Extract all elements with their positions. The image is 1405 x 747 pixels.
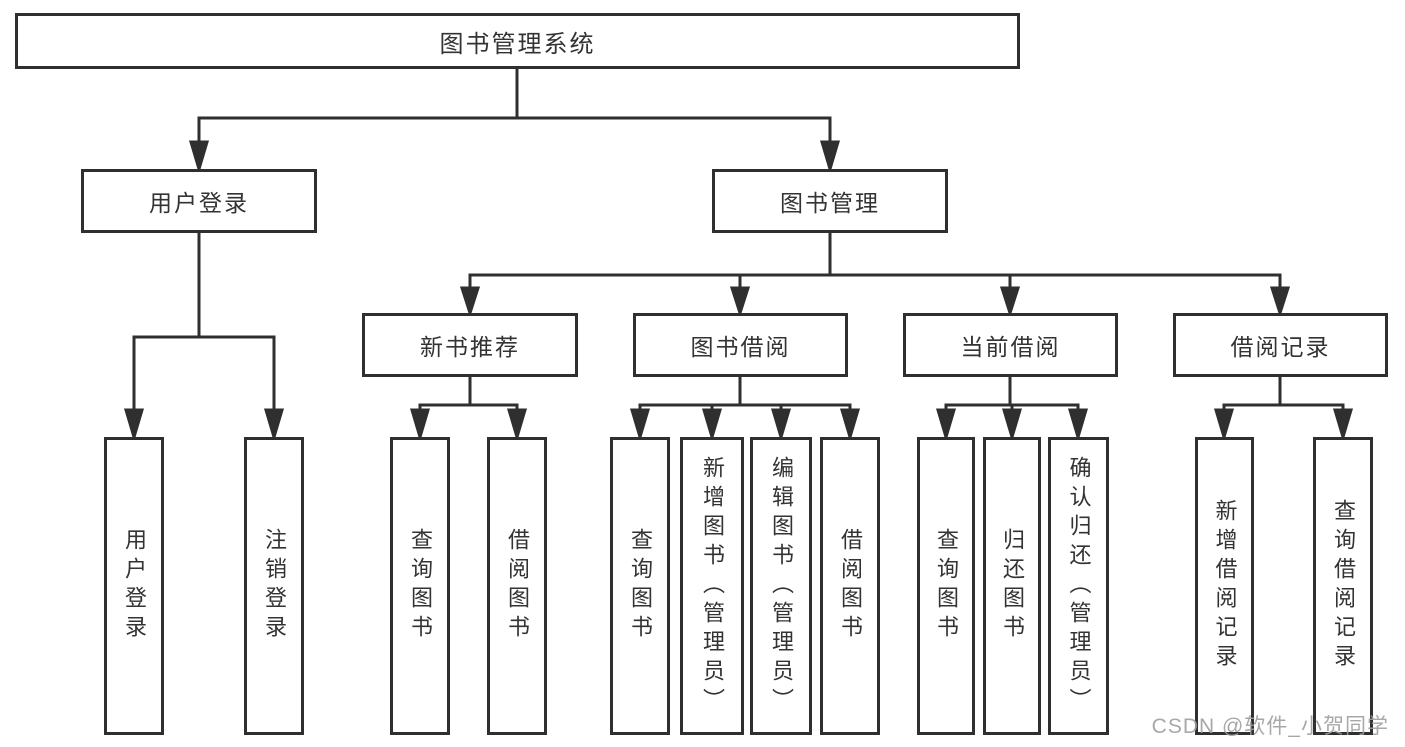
arrowhead [819, 140, 841, 175]
arrowhead [1001, 408, 1023, 443]
leaf-current-query-book-label: 查询图书 [934, 528, 959, 644]
leaf-record-add-borrow-record: 新增借阅记录 [1195, 437, 1254, 735]
leaf-current-confirm-return-admin: 确认归还（管理员） [1048, 437, 1109, 735]
leaf-record-add-borrow-record-label: 新增借阅记录 [1212, 499, 1238, 673]
arrowhead [770, 408, 792, 443]
arrowhead [1213, 408, 1235, 443]
leaf-borrow-borrow-book: 借阅图书 [820, 437, 880, 735]
node-user-login: 用户登录 [81, 169, 317, 233]
arrowhead [263, 408, 285, 443]
node-borrow-record-label: 借阅记录 [1230, 334, 1331, 360]
leaf-user-login: 用户登录 [104, 437, 164, 735]
leaf-recommend-query-book-label: 查询图书 [408, 528, 433, 644]
leaf-logout: 注销登录 [244, 437, 304, 735]
node-current-borrow-label: 当前借阅 [960, 334, 1061, 360]
leaf-logout-label: 注销登录 [262, 528, 287, 644]
node-book-borrow-label: 图书借阅 [690, 334, 791, 360]
arrowhead [409, 408, 431, 443]
leaf-record-query-borrow-record: 查询借阅记录 [1313, 437, 1373, 735]
node-current-borrow: 当前借阅 [903, 313, 1118, 377]
leaf-recommend-query-book: 查询图书 [390, 437, 450, 735]
csdn-watermark: CSDN @软件_小贺同学 [1151, 715, 1389, 738]
leaf-recommend-borrow-book: 借阅图书 [487, 437, 547, 735]
arrowhead [1067, 408, 1089, 443]
leaf-user-login-label: 用户登录 [122, 528, 147, 644]
leaf-current-return-book-label: 归还图书 [1000, 528, 1025, 644]
node-borrow-record: 借阅记录 [1173, 313, 1388, 377]
node-book-borrow: 图书借阅 [633, 313, 848, 377]
leaf-current-query-book: 查询图书 [917, 437, 975, 735]
leaf-borrow-add-book-admin: 新增图书（管理员） [680, 437, 744, 735]
leaf-borrow-edit-book-admin-label: 编辑图书（管理员） [769, 455, 794, 717]
leaf-borrow-edit-book-admin: 编辑图书（管理员） [750, 437, 812, 735]
arrowhead [1332, 408, 1354, 443]
node-book-management: 图书管理 [712, 169, 948, 233]
arrowhead [123, 408, 145, 443]
arrowhead [935, 408, 957, 443]
leaf-borrow-borrow-book-label: 借阅图书 [838, 528, 863, 644]
node-book-management-label: 图书管理 [780, 190, 880, 216]
leaf-current-confirm-return-admin-label: 确认归还（管理员） [1066, 455, 1092, 717]
node-new-book-recommend: 新书推荐 [362, 313, 578, 377]
arrowhead [629, 408, 651, 443]
leaf-recommend-borrow-book-label: 借阅图书 [505, 528, 530, 644]
node-root-label: 图书管理系统 [439, 30, 596, 58]
leaf-borrow-add-book-admin-label: 新增图书（管理员） [700, 455, 725, 717]
node-new-book-recommend-label: 新书推荐 [420, 334, 520, 360]
arrowhead [1269, 286, 1291, 318]
leaf-borrow-query-book-label: 查询图书 [628, 528, 653, 644]
arrowhead [839, 408, 861, 443]
arrowhead [729, 286, 751, 318]
node-root: 图书管理系统 [15, 13, 1020, 69]
arrowhead [188, 140, 210, 175]
leaf-record-query-borrow-record-label: 查询借阅记录 [1331, 499, 1356, 673]
arrowhead [999, 286, 1021, 318]
leaf-current-return-book: 归还图书 [983, 437, 1041, 735]
arrowhead [701, 408, 723, 443]
arrowhead [506, 408, 528, 443]
leaf-borrow-query-book: 查询图书 [610, 437, 670, 735]
arrowhead [459, 286, 481, 318]
node-user-login-label: 用户登录 [149, 190, 249, 216]
